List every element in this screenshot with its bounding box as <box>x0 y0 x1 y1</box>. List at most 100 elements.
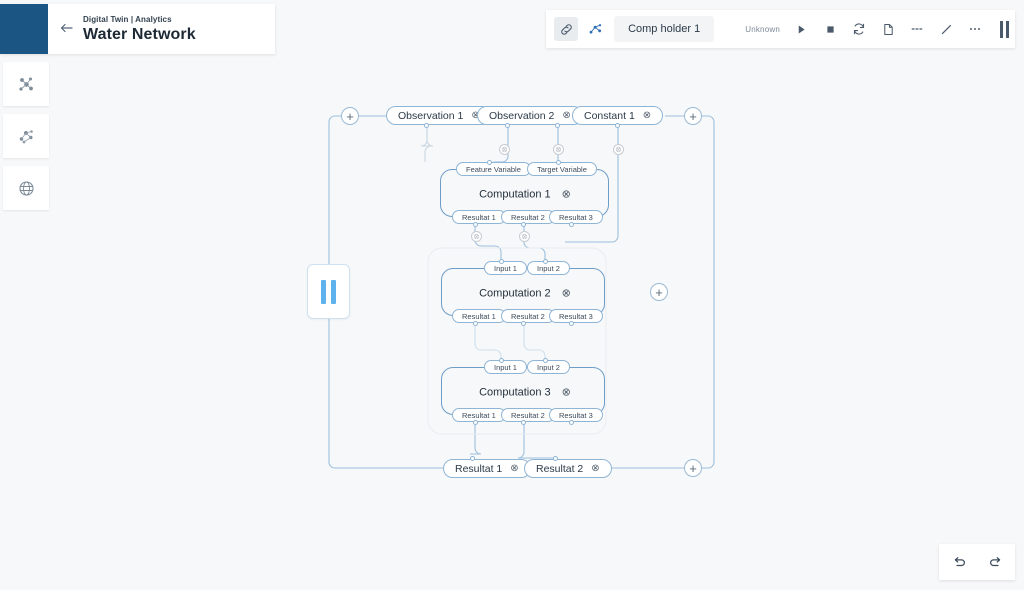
back-arrow-icon[interactable] <box>58 19 75 39</box>
add-computation-button[interactable]: + <box>650 283 668 301</box>
node-comp3-resultat-2[interactable]: Resultat 2 <box>501 408 555 422</box>
node-label: Observation 2 <box>489 109 555 122</box>
sidebar-item-network[interactable] <box>3 62 49 106</box>
close-icon[interactable]: ⊗ <box>561 287 571 300</box>
node-comp3-resultat-1[interactable]: Resultat 1 <box>452 408 506 422</box>
close-icon[interactable]: ⊗ <box>561 188 571 201</box>
node-port <box>473 420 478 425</box>
run-button[interactable] <box>789 17 813 41</box>
add-node-bottom-right-button[interactable]: + <box>684 459 702 477</box>
node-port <box>569 321 574 326</box>
status-badge: Unknown <box>745 24 780 34</box>
node-comp3-input-1[interactable]: Input 1 <box>484 360 527 374</box>
more-button[interactable] <box>963 17 987 41</box>
node-comp2-resultat-2[interactable]: Resultat 2 <box>501 309 555 323</box>
undo-icon[interactable] <box>947 550 971 574</box>
node-port <box>505 123 510 128</box>
node-comp2-input-1[interactable]: Input 1 <box>484 261 527 275</box>
node-port <box>543 358 548 363</box>
close-icon[interactable]: ⊗ <box>562 109 571 121</box>
close-icon[interactable]: ⊗ <box>471 109 480 121</box>
node-comp1-resultat-1[interactable]: Resultat 1 <box>452 210 506 224</box>
node-label: Resultat 3 <box>559 410 593 420</box>
node-feature-variable[interactable]: Feature Variable <box>456 162 531 176</box>
node-label: Observation 1 <box>398 109 464 122</box>
sidebar-item-graph[interactable] <box>3 114 49 158</box>
close-icon[interactable]: ⊗ <box>642 109 652 121</box>
comp-holder-chip[interactable]: Comp holder 1 <box>614 16 715 42</box>
analytics-chart-icon[interactable] <box>583 17 607 41</box>
node-observation-2[interactable]: Observation 2 ⊗ <box>477 106 583 125</box>
computation-title-label: Computation 2 <box>479 287 551 299</box>
edge-delete-icon[interactable]: ⊗ <box>553 144 564 155</box>
computation-title-label: Computation 1 <box>479 188 551 200</box>
top-toolbar: Comp holder 1 Unknown <box>546 10 1015 48</box>
close-icon[interactable]: ⊗ <box>561 386 571 399</box>
node-result-1[interactable]: Resultat 1 ⊗ <box>443 459 531 478</box>
brand-logo-block <box>0 4 48 54</box>
edge-delete-icon[interactable]: ⊗ <box>519 231 530 242</box>
edge-delete-icon[interactable]: ⊗ <box>613 144 624 155</box>
node-observation-1[interactable]: Observation 1 ⊗ <box>386 106 492 125</box>
node-comp3-resultat-3[interactable]: Resultat 3 <box>549 408 603 422</box>
computation-2-title[interactable]: Computation 2 ⊗ <box>479 287 571 300</box>
node-comp3-input-2[interactable]: Input 2 <box>527 360 570 374</box>
header-titles: Digital Twin | Analytics Water Network <box>83 14 196 44</box>
node-constant-1[interactable]: Constant 1 ⊗ <box>572 106 664 125</box>
pause-icon[interactable] <box>1000 20 1009 38</box>
node-port <box>473 321 478 326</box>
node-label: Resultat 2 <box>536 462 584 475</box>
node-port <box>499 259 504 264</box>
node-port <box>555 123 560 128</box>
sidebar <box>3 62 49 218</box>
node-label: Resultat 1 <box>462 212 496 222</box>
node-port <box>487 160 492 165</box>
edge-delete-icon[interactable]: ⊗ <box>499 144 510 155</box>
node-comp2-resultat-3[interactable]: Resultat 3 <box>549 309 603 323</box>
node-label: Target Variable <box>537 164 587 174</box>
computation-3-title[interactable]: Computation 3 ⊗ <box>479 386 571 399</box>
sidebar-item-globe[interactable] <box>3 166 49 210</box>
node-label: Resultat 3 <box>559 212 593 222</box>
node-label: Input 1 <box>494 362 517 372</box>
redo-icon[interactable] <box>983 550 1007 574</box>
edge-delete-icon[interactable]: ⊗ <box>471 231 482 242</box>
pause-drag-handle-icon <box>321 279 326 304</box>
close-icon[interactable]: ⊗ <box>510 462 519 474</box>
link-icon[interactable] <box>554 17 579 41</box>
node-comp2-resultat-1[interactable]: Resultat 1 <box>452 309 506 323</box>
close-icon[interactable]: ⊗ <box>591 462 600 474</box>
pause-drag-handle[interactable] <box>307 264 350 319</box>
dashes-button[interactable] <box>905 17 929 41</box>
header-content: Digital Twin | Analytics Water Network <box>48 4 196 54</box>
add-node-top-left-button[interactable]: + <box>341 107 359 125</box>
node-label: Feature Variable <box>466 164 521 174</box>
history-bar <box>939 544 1015 580</box>
node-label: Input 2 <box>537 362 560 372</box>
header-card: Digital Twin | Analytics Water Network <box>0 4 275 54</box>
node-label: Input 2 <box>537 263 560 273</box>
node-port <box>569 420 574 425</box>
computation-1-title[interactable]: Computation 1 ⊗ <box>479 188 571 201</box>
refresh-button[interactable] <box>847 17 871 41</box>
node-target-variable[interactable]: Target Variable <box>527 162 597 176</box>
edit-button[interactable] <box>934 17 958 41</box>
computation-group-box <box>427 247 607 435</box>
node-comp1-resultat-2[interactable]: Resultat 2 <box>501 210 555 224</box>
node-port <box>470 456 475 461</box>
node-label: Constant 1 <box>584 109 635 122</box>
node-port <box>521 222 526 227</box>
add-node-top-right-button[interactable]: + <box>684 107 702 125</box>
document-button[interactable] <box>876 17 900 41</box>
node-comp2-input-2[interactable]: Input 2 <box>527 261 570 275</box>
stop-button[interactable] <box>818 17 842 41</box>
node-label: Resultat 2 <box>511 311 545 321</box>
node-port <box>424 123 429 128</box>
node-result-2[interactable]: Resultat 2 ⊗ <box>524 459 612 478</box>
node-port <box>521 420 526 425</box>
breadcrumb: Digital Twin | Analytics <box>83 15 172 24</box>
node-port <box>543 259 548 264</box>
node-comp1-resultat-3[interactable]: Resultat 3 <box>549 210 603 224</box>
node-port <box>556 160 561 165</box>
node-port <box>569 222 574 227</box>
